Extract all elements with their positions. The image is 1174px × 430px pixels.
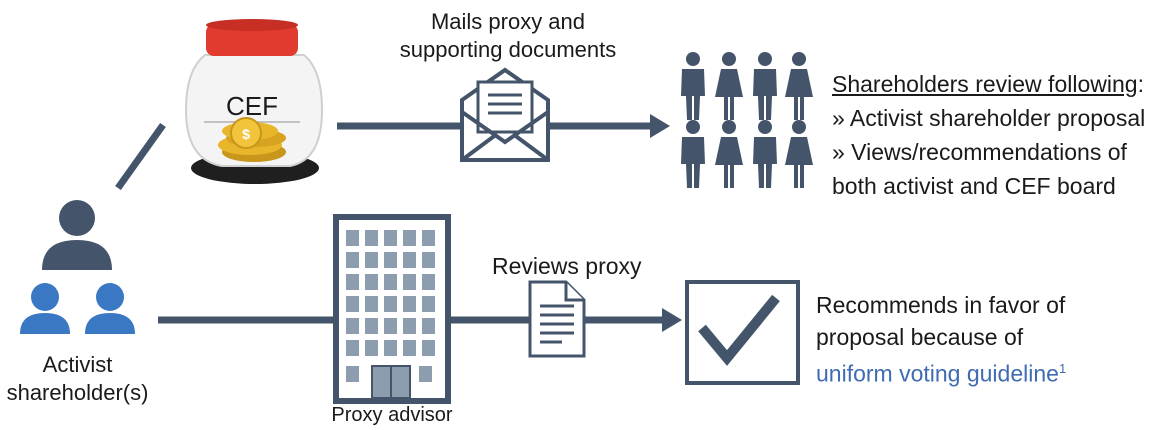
reviews-proxy-label: Reviews proxy (492, 253, 642, 279)
building-window (346, 252, 359, 268)
building-window (346, 318, 359, 334)
building-window (403, 230, 416, 246)
checkmark-icon (685, 280, 800, 385)
person-female-icon (715, 120, 743, 188)
building-window (403, 318, 416, 334)
envelope-icon (460, 67, 550, 162)
jar-icon (184, 19, 324, 184)
building-window (422, 274, 435, 290)
building-window (403, 340, 416, 356)
shareholders-heading-row: Shareholders review following: (832, 67, 1145, 101)
person-male-icon (753, 52, 777, 120)
svg-text:$: $ (242, 126, 250, 142)
building-window (346, 296, 359, 312)
building-window (365, 274, 378, 290)
people-icon (681, 52, 813, 188)
building-window (384, 296, 397, 312)
building-window (422, 252, 435, 268)
activist-label-line1: Activist (42, 352, 113, 377)
shareholders-review-list: Shareholders review following: » Activis… (832, 67, 1145, 203)
person-female-icon (785, 52, 813, 120)
building-window (384, 230, 397, 246)
mail-label-line2: supporting documents (399, 37, 617, 62)
mail-proxy-label: Mails proxy and supporting documents (388, 8, 628, 64)
building-window (384, 252, 397, 268)
building-window (365, 318, 378, 334)
proxy-advisor-label: Proxy advisor (331, 404, 453, 426)
mail-label-line1: Mails proxy and (430, 9, 586, 34)
arrowhead-shareholders (650, 114, 670, 138)
connector-activist-to-cef (115, 122, 166, 191)
shareholders-heading-colon: : (1137, 71, 1144, 97)
building-window (403, 274, 416, 290)
building-window (403, 252, 416, 268)
shareholders-heading: Shareholders review following (832, 71, 1138, 97)
building-window (422, 318, 435, 334)
arrowhead-recommendation (662, 308, 682, 332)
building-window (365, 340, 378, 356)
building-window (365, 230, 378, 246)
guideline-link[interactable]: uniform voting guideline (816, 360, 1059, 387)
recommend-line2: proposal because of (816, 324, 1024, 350)
activist-label-line2: shareholder(s) (6, 380, 149, 405)
document-icon (528, 280, 586, 358)
building-window (384, 318, 397, 334)
building-window (384, 274, 397, 290)
building-window (419, 366, 432, 382)
review-item: both activist and CEF board (832, 173, 1116, 199)
building-icon (333, 214, 451, 404)
cef-label: CEF (226, 91, 278, 121)
building-window (346, 366, 359, 382)
recommendation-text: Recommends in favor of proposal because … (816, 289, 1066, 390)
activist-label: Activist shareholder(s) (0, 351, 155, 407)
review-item: » Activist shareholder proposal (832, 105, 1146, 131)
guideline-row: uniform voting guideline1 (816, 353, 1066, 390)
review-item: » Views/recommendations of (832, 139, 1127, 165)
building-window (422, 296, 435, 312)
person-male-icon (753, 120, 777, 188)
footnote-marker: 1 (1058, 361, 1067, 376)
building-window (346, 340, 359, 356)
person-female-icon (715, 52, 743, 120)
user-group-icon (20, 200, 135, 334)
person-male-icon (681, 120, 705, 188)
building-window (384, 340, 397, 356)
building-window (422, 230, 435, 246)
building-window (422, 340, 435, 356)
person-male-icon (681, 52, 705, 120)
building-window (365, 252, 378, 268)
person-female-icon (785, 120, 813, 188)
recommend-line1: Recommends in favor of (816, 292, 1066, 318)
building-window (403, 296, 416, 312)
building-window (346, 274, 359, 290)
building-window (346, 230, 359, 246)
building-window (365, 296, 378, 312)
coins-icon: $ (218, 117, 286, 162)
